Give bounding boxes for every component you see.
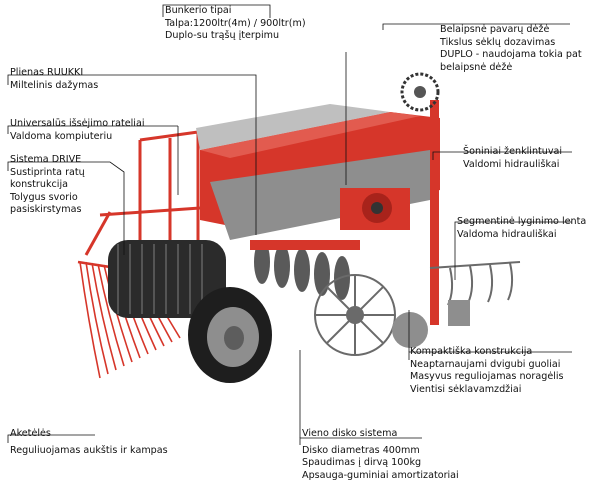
- vienodisko-line-1: Disko diametras 400mm: [302, 444, 420, 456]
- segmentine-line-1: Valdoma hidrauliškai: [457, 228, 557, 240]
- hopper-body: [196, 104, 440, 240]
- soniniai-line-1: Valdomi hidrauliškai: [463, 158, 560, 170]
- belaipsne-line-1: Tikslus sėklų dozavimas: [440, 36, 556, 48]
- side-marker: [400, 72, 440, 325]
- label-vienodisko: Vieno disko sistema Disko diametras 400m…: [302, 428, 459, 482]
- kompaktiska-title: Kompaktiška konstrukcija: [410, 346, 533, 357]
- soniniai-title: Šoniniai ženklintuvai: [463, 146, 563, 157]
- drive-line-4: pasiskirstymas: [10, 204, 82, 216]
- frame: [84, 130, 201, 256]
- label-bunker: Bunkerio tipai Talpa:1200ltr(4m) / 900lt…: [165, 5, 306, 43]
- disc-row: [250, 240, 360, 300]
- kompaktiska-line-2: Masyvus reguliojamas noragėlis: [410, 371, 564, 383]
- drive-line-3: Tolygus svorio: [10, 191, 78, 203]
- rear-spoked-wheel: [314, 274, 396, 356]
- segmentine-title: Segmentinė lyginimo lenta: [457, 216, 587, 227]
- roller-wheels: [108, 240, 226, 318]
- drive-title: Sistema DRIVE: [10, 154, 82, 165]
- plienas-line-1: Miltelinis dažymas: [10, 79, 99, 91]
- bunker-line-2: Duplo-su trąšų įterpimu: [165, 30, 280, 42]
- label-aketeles: Aketėlės Reguliuojamas aukštis ir kampas: [10, 428, 168, 457]
- label-drive: Sistema DRIVE Sustiprinta ratų konstrukc…: [10, 154, 85, 217]
- vienodisko-line-2: Spaudimas į dirvą 100kg: [302, 457, 422, 469]
- label-segmentine: Segmentinė lyginimo lenta Valdoma hidrau…: [457, 216, 586, 241]
- belaipsne-line-2: DUPLO - naudojama tokia pat: [440, 49, 582, 61]
- kompaktiska-line-3: Vientisi sėklavamzdžiai: [410, 383, 522, 395]
- bunker-line-1: Talpa:1200ltr(4m) / 900ltr(m): [165, 17, 306, 29]
- universalus-line-1: Valdoma kompiuteriu: [10, 130, 113, 142]
- label-belaipsne: Belaipsnė pavarų dėžė Tikslus sėklų doza…: [440, 24, 582, 74]
- vienodisko-line-3: Apsauga-guminiai amortizatoriai: [302, 469, 459, 481]
- aketeles-title: Aketėlės: [10, 428, 51, 439]
- universalus-title: Universalūs išsėjimo rateliai: [10, 118, 145, 129]
- label-plienas: Plienas RUUKKI Miltelinis dažymas: [10, 67, 98, 92]
- rear-press-wheel: [392, 312, 428, 348]
- drive-line-1: Sustiprinta ratų: [10, 166, 85, 178]
- front-wheel: [188, 287, 272, 383]
- pointer-lines: [7, 4, 572, 445]
- label-universalus: Universalūs išsėjimo rateliai Valdoma ko…: [10, 118, 145, 143]
- bunker-title: Bunkerio tipai: [165, 5, 232, 16]
- aketeles-line-1: Reguliuojamas aukštis ir kampas: [10, 444, 168, 456]
- belaipsne-line-3: belaipsnė dėžė: [440, 61, 513, 73]
- levelling-board: [429, 261, 521, 326]
- label-soniniai: Šoniniai ženklintuvai Valdomi hidraulišk…: [463, 146, 562, 171]
- kompaktiska-line-1: Neaptarnaujami dvigubi guoliai: [410, 358, 561, 370]
- plienas-title: Plienas RUUKKI: [10, 67, 84, 78]
- belaipsne-title: Belaipsnė pavarų dėžė: [440, 24, 550, 35]
- drive-line-2: konstrukcija: [10, 179, 68, 191]
- vienodisko-title: Vieno disko sistema: [302, 428, 398, 439]
- label-kompaktiska: Kompaktiška konstrukcija Neaptarnaujami …: [410, 346, 564, 396]
